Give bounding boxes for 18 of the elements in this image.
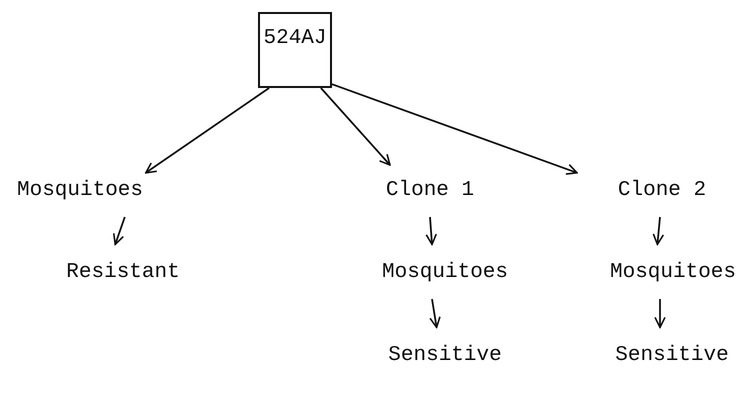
arrow (652, 216, 664, 246)
arrow (332, 83, 578, 175)
node-label: Mosquitoes (10, 178, 150, 204)
arrow (320, 87, 391, 166)
arrow (113, 216, 126, 246)
node-label: Clone 1 (380, 178, 480, 204)
node-label: Mosquitoes (608, 260, 738, 286)
box-label: 524AJ (263, 26, 326, 52)
node-label: Mosquitoes (380, 260, 510, 286)
node-label: Resistant (58, 260, 188, 286)
node-label: Sensitive (385, 343, 505, 369)
arrow (425, 216, 438, 246)
node-label: Sensitive (612, 343, 732, 369)
arrow (654, 299, 666, 328)
node-label: Clone 2 (612, 178, 712, 204)
arrow (145, 87, 270, 174)
arrow (429, 298, 441, 328)
strain-box (258, 12, 332, 88)
